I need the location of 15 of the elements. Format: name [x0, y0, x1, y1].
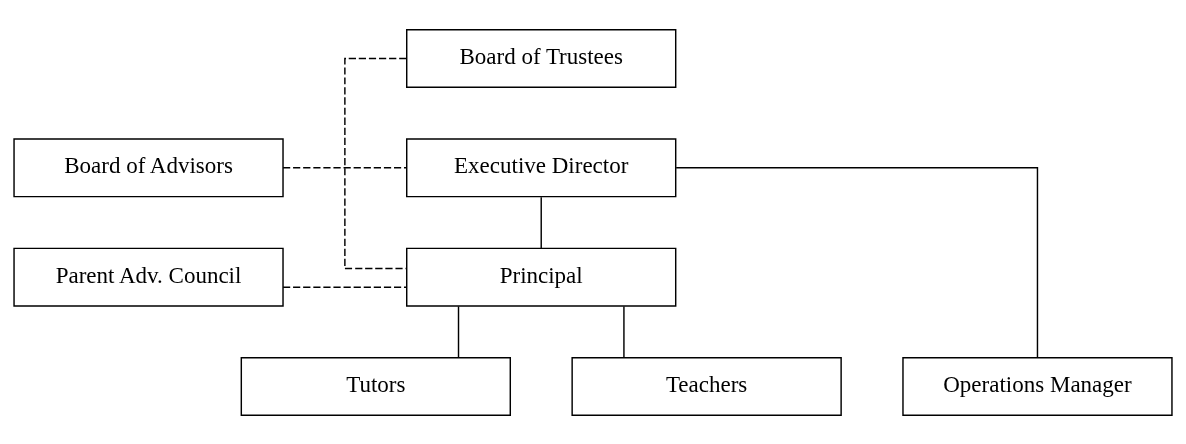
- node-box: Board of Trustees: [406, 28, 677, 88]
- connector: [457, 305, 460, 358]
- node-box: Board of Advisors: [13, 137, 284, 197]
- connector: [540, 195, 542, 249]
- connector: [623, 305, 625, 358]
- node-box: Tutors: [240, 356, 511, 416]
- connector: [344, 57, 408, 269]
- node-box: Principal: [406, 247, 677, 307]
- node-box: Operations Manager: [902, 356, 1173, 416]
- node-box: Parent Adv. Council: [13, 247, 284, 307]
- connector: [675, 166, 1039, 358]
- connector: [282, 166, 407, 169]
- node-box: Executive Director: [406, 137, 677, 197]
- connector: [282, 286, 407, 288]
- node-box: Teachers: [571, 356, 842, 416]
